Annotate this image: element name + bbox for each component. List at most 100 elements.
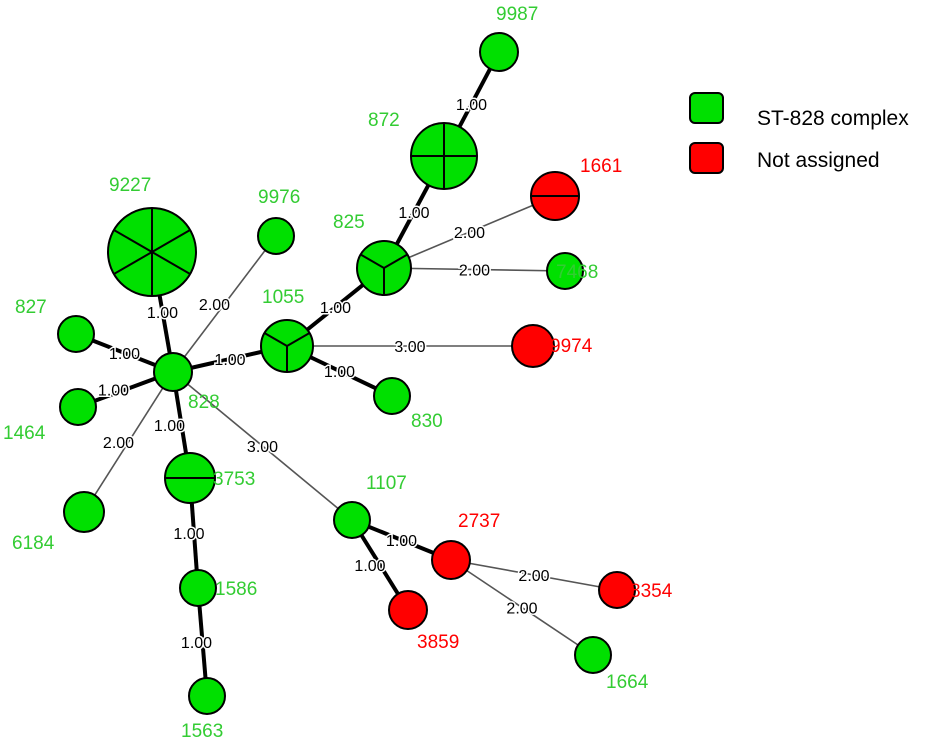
node-1107[interactable] [333, 501, 371, 539]
node-1563[interactable] [188, 677, 226, 715]
node-label-9974: 9974 [550, 336, 593, 357]
edge-weight-label: 1.00 [324, 364, 355, 381]
node-8354[interactable] [598, 571, 636, 609]
node-label-1664: 1664 [606, 672, 649, 693]
edge-weight-label: 1.00 [398, 205, 429, 222]
node-circle [59, 388, 97, 426]
node-label-3859: 3859 [417, 632, 459, 653]
node-6184[interactable] [63, 491, 105, 533]
node-1586[interactable] [179, 569, 217, 607]
edge-weight-label: 2.00 [506, 601, 537, 618]
edge-weight-label: 1.00 [173, 526, 204, 543]
edge-2737-1664 [450, 559, 594, 656]
node-slice-divider [113, 229, 153, 253]
node-9974[interactable] [511, 324, 555, 368]
node-circle [479, 32, 519, 72]
legend-swatch-st828 [689, 92, 724, 124]
nodes-layer [57, 32, 636, 715]
edge-828-1107 [172, 371, 353, 521]
edge-weight-label: 2.00 [199, 297, 230, 314]
node-circle [257, 217, 295, 255]
edge-825-7468 [383, 267, 566, 272]
edge-weight-label: 2.00 [103, 435, 134, 452]
node-label-1055: 1055 [262, 287, 304, 308]
node-circle [179, 569, 217, 607]
edge-weight-label: 2.00 [454, 225, 485, 242]
edge-weight-label: 1.00 [154, 418, 185, 435]
node-label-7468: 7468 [556, 262, 598, 283]
legend-label-not-assigned: Not assigned [757, 149, 880, 172]
node-3753[interactable] [164, 452, 216, 504]
node-label-1563: 1563 [181, 721, 223, 742]
node-2737[interactable] [431, 540, 471, 580]
node-label-830: 830 [411, 411, 443, 432]
node-slice-divider [151, 229, 191, 253]
node-label-828: 828 [188, 392, 220, 413]
node-1664[interactable] [574, 636, 612, 674]
node-circle [57, 315, 95, 353]
edge-weight-label: 2.00 [518, 568, 549, 585]
legend-label-st828: ST-828 complex [757, 107, 909, 130]
node-circle [511, 324, 555, 368]
node-label-1464: 1464 [3, 423, 46, 444]
node-1055[interactable] [260, 319, 314, 373]
node-label-2737: 2737 [458, 511, 500, 532]
node-1661[interactable] [530, 171, 580, 221]
node-label-9987: 9987 [496, 4, 538, 25]
node-circle [63, 491, 105, 533]
edge-2737-8354 [450, 559, 618, 591]
edge-weight-label: 1.00 [456, 97, 487, 114]
node-slice-divider [360, 253, 385, 269]
node-circle [431, 540, 471, 580]
edge-weight-label: 1.00 [109, 346, 140, 363]
node-slice-divider [286, 332, 311, 347]
node-827[interactable] [57, 315, 95, 353]
node-label-9227: 9227 [109, 175, 151, 196]
node-label-1661: 1661 [580, 156, 622, 177]
node-circle [153, 352, 193, 392]
node-circle [388, 590, 428, 630]
node-slice-divider [113, 251, 153, 275]
node-872[interactable] [410, 122, 478, 190]
edge-825-1661 [383, 195, 556, 269]
node-label-1107: 1107 [366, 473, 407, 494]
edge-9976-828 [172, 235, 277, 373]
legend-swatch-not-assigned [689, 142, 724, 174]
node-circle [188, 677, 226, 715]
edge-weight-label: 3.00 [394, 339, 425, 356]
node-slice-divider [263, 332, 288, 347]
node-830[interactable] [373, 377, 411, 415]
edge-weight-label: 1.00 [386, 533, 417, 550]
node-828[interactable] [153, 352, 193, 392]
node-circle [598, 571, 636, 609]
edge-weight-label: 2.00 [459, 263, 490, 280]
node-slice-divider [151, 251, 191, 275]
node-circle [373, 377, 411, 415]
node-label-3753: 3753 [213, 469, 255, 490]
node-slice-divider [383, 253, 408, 269]
node-9227[interactable] [107, 207, 197, 297]
node-label-827: 827 [15, 297, 47, 318]
node-label-872: 872 [368, 110, 400, 131]
node-3859[interactable] [388, 590, 428, 630]
node-labels-layer: 9987 872 1661 9227 9976 825 7468 1055 9974 827 828… [3, 4, 673, 742]
edge-weight-label: 1.00 [147, 305, 178, 322]
edge-weight-label: 3.00 [247, 439, 278, 456]
edge-weight-label: 1.00 [354, 558, 385, 575]
edge-6184-828 [83, 371, 174, 513]
node-1464[interactable] [59, 388, 97, 426]
node-label-8354: 8354 [630, 581, 673, 602]
node-label-1586: 1586 [215, 579, 257, 600]
node-9976[interactable] [257, 217, 295, 255]
edge-weight-label: 1.00 [214, 352, 245, 369]
node-7468[interactable] [546, 252, 584, 290]
node-circle [333, 501, 371, 539]
legend: ST-828 complex Not assigned [689, 92, 909, 174]
node-825[interactable] [356, 240, 412, 296]
node-label-6184: 6184 [12, 533, 55, 554]
node-label-825: 825 [333, 212, 365, 233]
node-9987[interactable] [479, 32, 519, 72]
node-label-9976: 9976 [258, 187, 300, 208]
